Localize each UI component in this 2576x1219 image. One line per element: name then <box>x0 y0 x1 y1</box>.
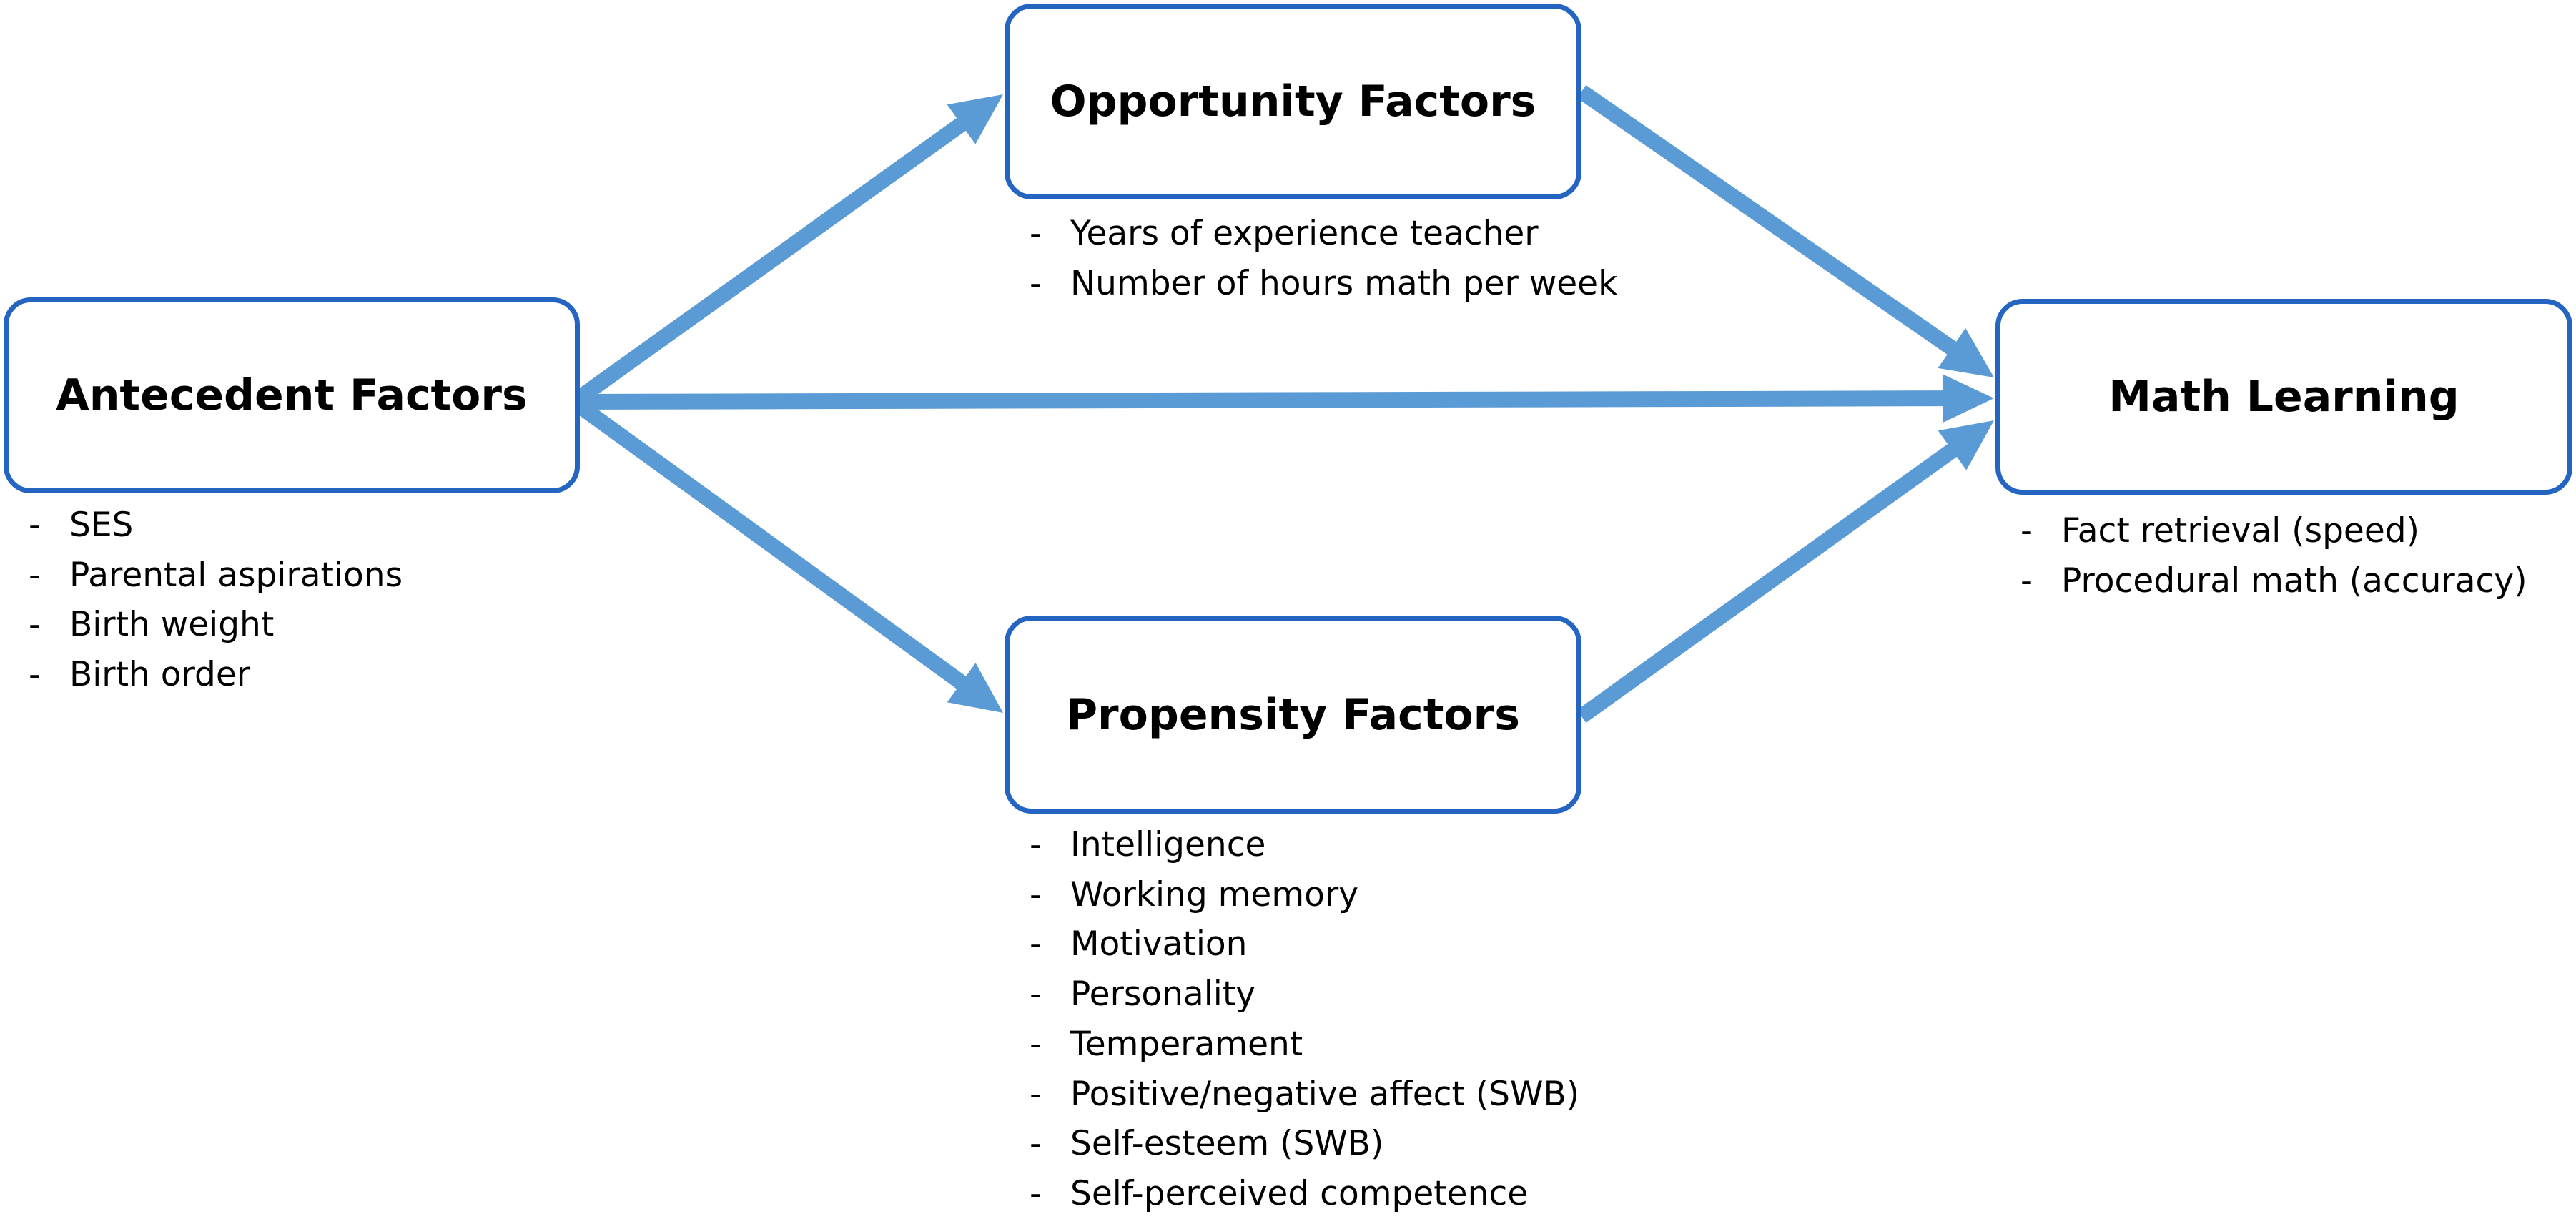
list-item: Intelligence <box>1030 820 1579 870</box>
list-item: Procedural math (accuracy) <box>2020 556 2527 606</box>
list-item: Birth weight <box>29 600 403 650</box>
antecedent-factors-box: Antecedent Factors <box>4 297 580 493</box>
arrowhead-antecedent-to-opportunity <box>947 94 1003 144</box>
arrowhead-antecedent-to-propensity <box>947 663 1003 713</box>
list-item: Years of experience teacher <box>1030 209 1617 259</box>
arrow-antecedent-to-opportunity <box>575 116 969 404</box>
list-item: Working memory <box>1030 870 1579 920</box>
list-item: Temperament <box>1030 1020 1579 1070</box>
arrowhead-propensity-to-math <box>1938 420 1994 470</box>
list-item: Positive/negative affect (SWB) <box>1030 1070 1579 1120</box>
arrow-antecedent-to-propensity <box>575 400 969 691</box>
arrow-opportunity-to-math <box>1576 84 1959 357</box>
list-item: Parental aspirations <box>29 551 403 601</box>
math-learning-list: Fact retrieval (speed) Procedural math (… <box>2020 506 2527 606</box>
list-item: Birth order <box>29 650 403 700</box>
arrowhead-antecedent-to-math <box>1942 374 1994 423</box>
list-item: Personality <box>1030 969 1579 1020</box>
list-item: Motivation <box>1030 919 1579 969</box>
antecedent-factors-title: Antecedent Factors <box>56 370 528 420</box>
list-item: Fact retrieval (speed) <box>2020 506 2527 556</box>
propensity-factors-title: Propensity Factors <box>1066 689 1520 740</box>
list-item: Self-esteem (SWB) <box>1030 1119 1579 1169</box>
opportunity-factors-list: Years of experience teacher Number of ho… <box>1030 209 1617 308</box>
list-item: Number of hours math per week <box>1030 259 1617 309</box>
math-learning-title: Math Learning <box>2108 372 2459 422</box>
opportunity-factors-box: Opportunity Factors <box>1005 4 1581 199</box>
propensity-factors-box: Propensity Factors <box>1005 616 1581 814</box>
opportunity-factors-title: Opportunity Factors <box>1050 77 1536 127</box>
arrowhead-opportunity-to-math <box>1938 328 1994 377</box>
list-item: SES <box>29 500 403 551</box>
math-learning-box: Math Learning <box>1995 299 2572 495</box>
arrow-propensity-to-math <box>1576 442 1960 723</box>
antecedent-factors-list: SES Parental aspirations Birth weight Bi… <box>29 500 403 700</box>
propensity-factors-list: Intelligence Working memory Motivation P… <box>1030 820 1579 1219</box>
list-item: Self-perceived competence <box>1030 1169 1579 1219</box>
arrow-antecedent-to-math <box>579 390 1946 410</box>
